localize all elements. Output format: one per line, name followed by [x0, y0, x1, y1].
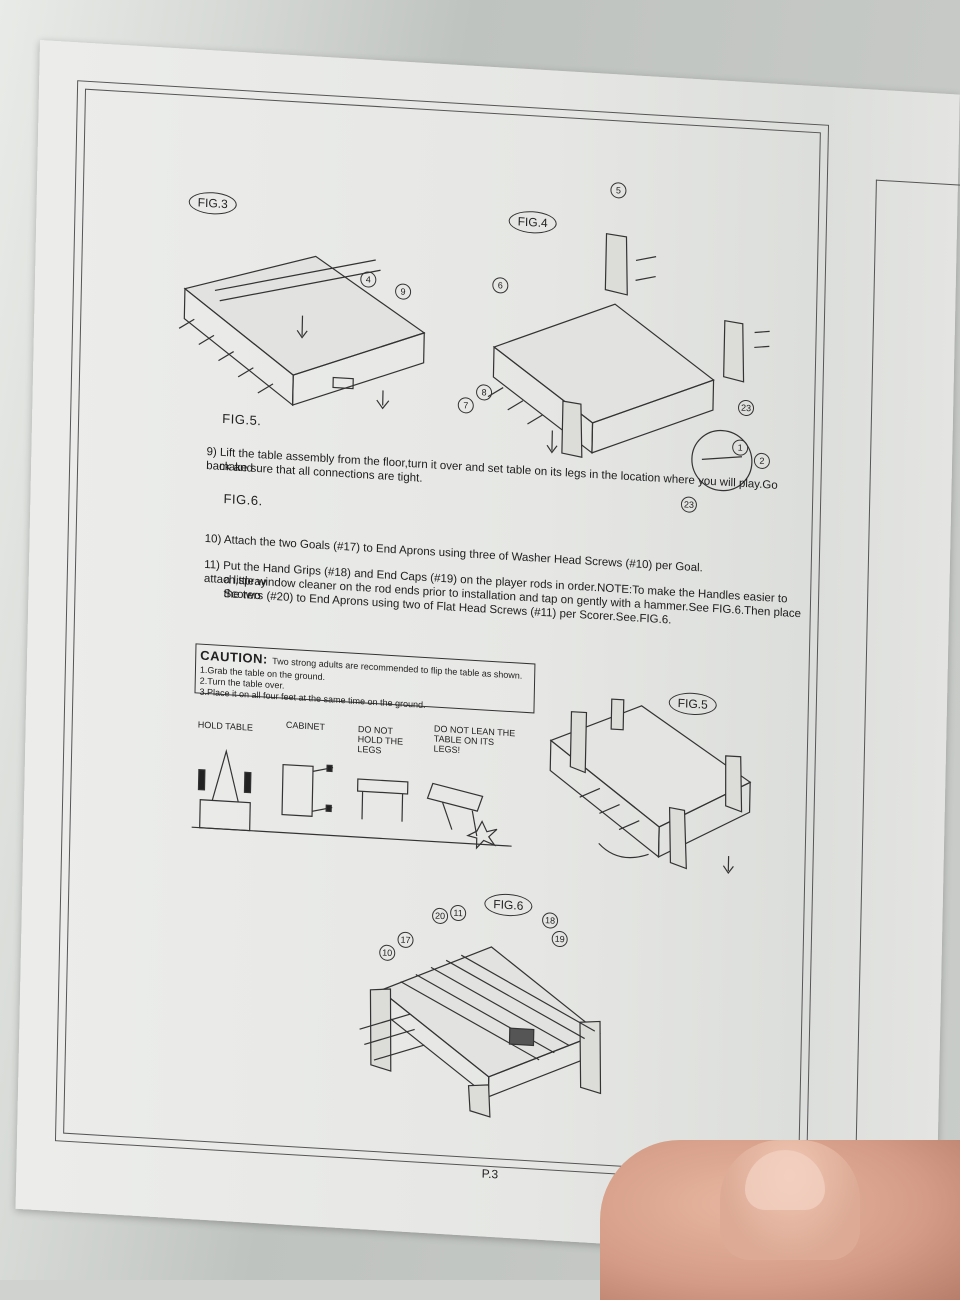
page-number: P.3 — [481, 1166, 499, 1182]
fig3-drawing — [178, 255, 426, 410]
fig4-drawing — [487, 232, 770, 492]
next-page-panel — [854, 179, 960, 1197]
fig5-heading: FIG.5. — [222, 410, 262, 429]
fig6-drawing — [359, 946, 602, 1118]
fig6-heading: FIG.6. — [223, 491, 263, 509]
fig5-drawing — [549, 698, 752, 875]
thumbnail — [745, 1150, 825, 1210]
label-do-not-lean: DO NOT LEAN THE TABLE ON ITS LEGS! — [433, 723, 516, 756]
flip-diagram — [191, 748, 512, 850]
caution-title: CAUTION: — [200, 647, 268, 667]
instruction-sheet: FIG.3 FIG.4 4 9 — [15, 40, 960, 1264]
